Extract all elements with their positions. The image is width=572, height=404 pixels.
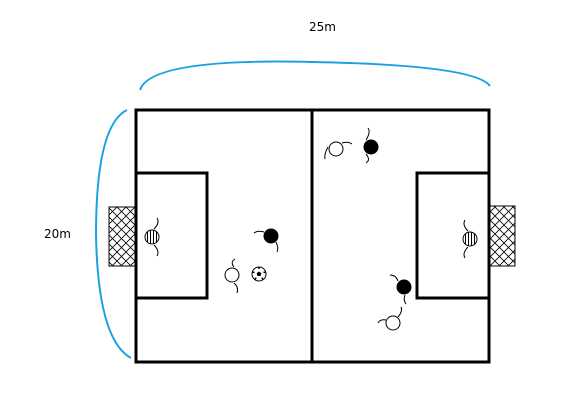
goalkeeper-left-icon — [144, 217, 160, 257]
player-black-icon — [363, 127, 379, 164]
width-label: 20m — [44, 227, 71, 241]
length-label: 25m — [309, 20, 336, 34]
left-goal — [108, 206, 137, 267]
player-white-icon — [377, 306, 403, 331]
right-penalty-area — [415, 171, 491, 300]
player-white-icon — [324, 141, 353, 160]
soccer-ball-icon — [251, 266, 267, 282]
right-goal — [488, 205, 516, 267]
length-dimension-arc — [139, 60, 491, 91]
player-black-icon — [253, 228, 279, 253]
player-black-icon — [389, 274, 412, 305]
player-white-icon — [224, 258, 240, 294]
width-dimension-arc — [94, 109, 132, 359]
goalkeeper-right-icon — [462, 219, 478, 259]
